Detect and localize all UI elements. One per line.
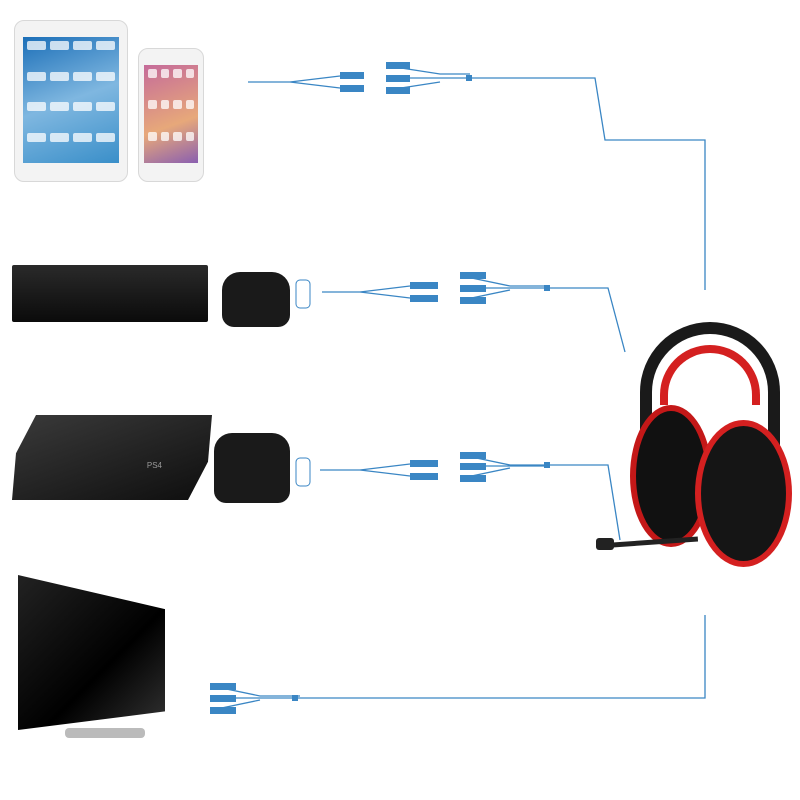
tv-stand [65, 728, 145, 738]
headset-headband-accent [660, 345, 760, 405]
ps4-controller [214, 433, 290, 503]
ps4-logo: PS4 [146, 461, 162, 470]
cable-line-tv [300, 615, 706, 699]
xbox-console [12, 265, 208, 322]
ps4-console: PS4 [12, 415, 212, 500]
smartphone-device [138, 48, 204, 182]
tablet-device [14, 20, 128, 182]
xbox-controller [222, 272, 290, 327]
cable-line-xbox [548, 287, 626, 353]
headset-ear-cup-right [695, 420, 792, 567]
cable-line-mobile [470, 77, 706, 290]
adapter-cable-mobile [248, 65, 470, 91]
microphone-tip [596, 538, 614, 550]
cable-line-ps4 [548, 464, 621, 541]
adapter-cable-xbox [322, 275, 548, 301]
adapter-cable-ps4 [320, 454, 548, 479]
